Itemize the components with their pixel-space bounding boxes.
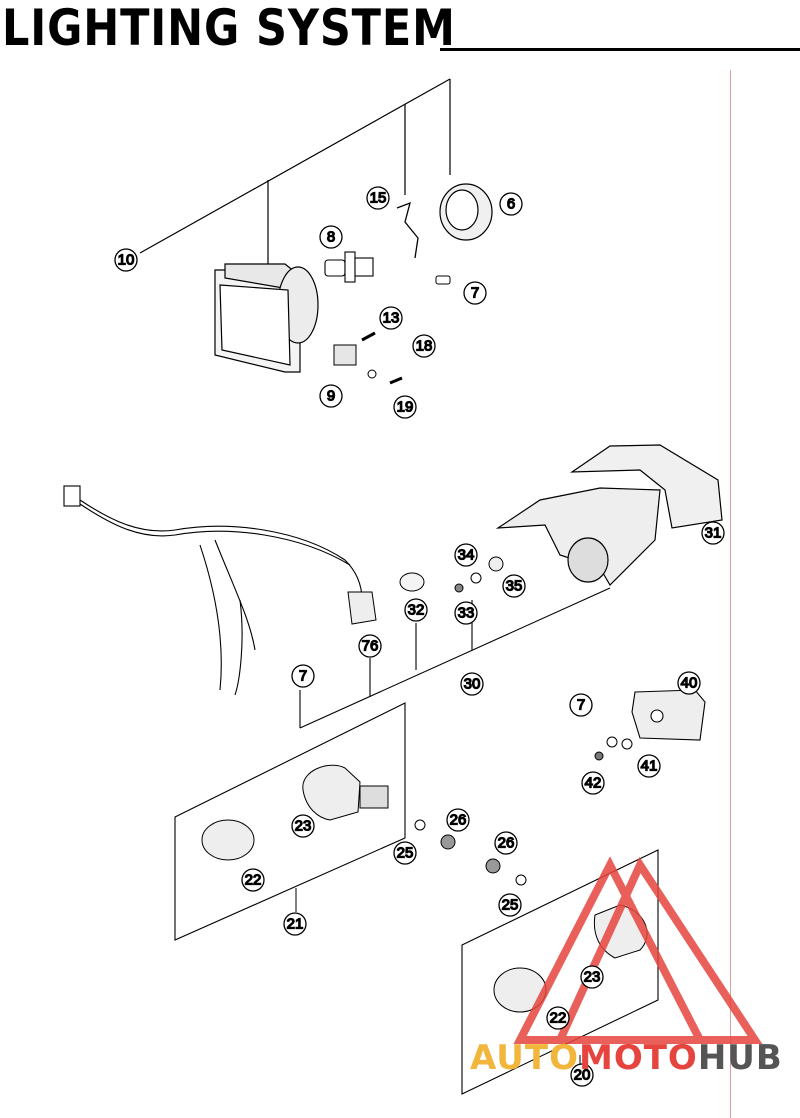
screw: [361, 331, 376, 342]
svg-text:35: 35: [506, 578, 523, 595]
svg-text:33: 33: [458, 605, 475, 622]
callout-30: 30: [460, 672, 484, 696]
svg-text:25: 25: [397, 845, 414, 862]
svg-text:7: 7: [471, 285, 479, 302]
svg-text:34: 34: [458, 547, 475, 564]
callout-20: 20: [570, 1063, 594, 1087]
svg-text:7: 7: [299, 668, 307, 685]
svg-text:19: 19: [397, 399, 414, 416]
watermark-text: AUTOMOTOHUB: [470, 1038, 783, 1078]
callout-41: 41: [637, 754, 661, 778]
wiring-harness: [63, 485, 363, 696]
parking-bulb: [435, 275, 451, 285]
headlight-housing: [214, 263, 319, 373]
svg-text:10: 10: [118, 252, 135, 269]
title-rule: [440, 48, 800, 51]
callout-21: 21: [283, 912, 307, 936]
callout-7-top: 7: [463, 281, 487, 305]
bracket: [333, 344, 357, 366]
callout-26-left: 26: [446, 808, 470, 832]
headlight-ring: [439, 183, 493, 241]
callout-31: 31: [701, 521, 725, 545]
tail-fender: [495, 487, 661, 586]
svg-text:7: 7: [577, 697, 585, 714]
callout-19: 19: [393, 395, 417, 419]
callout-6: 6: [499, 192, 523, 216]
svg-text:22: 22: [245, 872, 262, 889]
callout-22-right: 22: [546, 1006, 570, 1030]
callout-34: 34: [454, 543, 478, 567]
callout-35: 35: [502, 574, 526, 598]
callout-23-right: 23: [580, 965, 604, 989]
callout-23-left: 23: [291, 814, 315, 838]
svg-text:18: 18: [416, 338, 433, 355]
callout-33: 33: [454, 601, 478, 625]
callout-25-left: 25: [393, 841, 417, 865]
margin-line: [730, 70, 731, 1118]
svg-text:26: 26: [450, 812, 467, 829]
callout-26-right: 26: [494, 831, 518, 855]
callout-13: 13: [379, 306, 403, 330]
svg-text:21: 21: [287, 916, 304, 933]
svg-text:23: 23: [295, 818, 312, 835]
svg-text:26: 26: [498, 835, 515, 852]
washer: [367, 369, 377, 379]
page-title: LIGHTING SYSTEM: [2, 0, 456, 57]
rear-fender: [569, 444, 723, 529]
svg-text:76: 76: [362, 638, 379, 655]
svg-text:22: 22: [550, 1010, 567, 1027]
callout-42: 42: [581, 771, 605, 795]
retaining-clip: [396, 201, 419, 259]
watermark-logo: [513, 856, 763, 1044]
svg-text:41: 41: [641, 758, 658, 775]
callout-18: 18: [412, 334, 436, 358]
callout-10: 10: [114, 248, 138, 272]
license-light: [631, 689, 706, 741]
callout-7-mid: 7: [291, 664, 315, 688]
bolt: [389, 376, 403, 385]
callout-40: 40: [677, 671, 701, 695]
callout-25-right: 25: [498, 893, 522, 917]
callout-8: 8: [319, 225, 343, 249]
socket: [347, 591, 377, 625]
callout-22-left: 22: [241, 868, 265, 892]
svg-text:15: 15: [370, 190, 387, 207]
svg-text:25: 25: [502, 897, 519, 914]
turn-signal-left: [302, 764, 361, 821]
svg-text:20: 20: [574, 1067, 591, 1084]
headlight-bulb: [324, 251, 374, 283]
svg-text:31: 31: [705, 525, 722, 542]
svg-text:30: 30: [464, 676, 481, 693]
svg-text:8: 8: [327, 229, 335, 246]
svg-text:6: 6: [507, 196, 515, 213]
lens-left: [201, 819, 255, 861]
callout-15: 15: [366, 186, 390, 210]
callout-76: 76: [358, 634, 382, 658]
svg-text:9: 9: [327, 388, 335, 405]
callout-7-right: 7: [569, 693, 593, 717]
svg-text:40: 40: [681, 675, 698, 692]
svg-text:42: 42: [585, 775, 602, 792]
callout-32: 32: [404, 598, 428, 622]
svg-text:13: 13: [383, 310, 400, 327]
callout-9: 9: [319, 384, 343, 408]
tail-bulb: [399, 572, 425, 592]
svg-text:32: 32: [408, 602, 425, 619]
svg-text:23: 23: [584, 969, 601, 986]
